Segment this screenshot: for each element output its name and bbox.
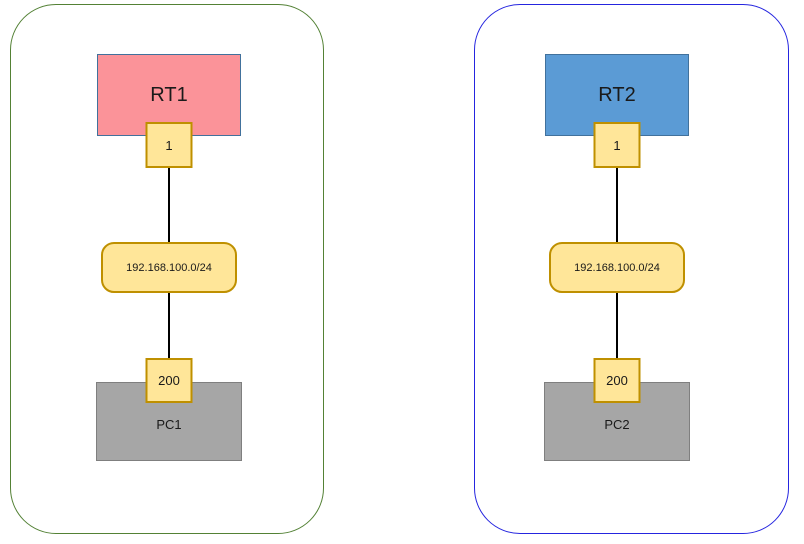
router-port-label: 1 xyxy=(613,137,621,153)
router-port-label: 1 xyxy=(165,137,173,153)
pc-label: PC2 xyxy=(604,417,630,432)
router-port-box: 1 xyxy=(593,122,641,168)
router-label: RT1 xyxy=(150,83,188,106)
network-subnet-label: 192.168.100.0/24 xyxy=(126,261,212,274)
pc-port-box: 200 xyxy=(593,358,641,403)
connector-wire-router-network xyxy=(616,167,618,243)
router-label: RT2 xyxy=(598,83,636,106)
router-port-box: 1 xyxy=(145,122,193,168)
connector-wire-network-pc xyxy=(616,292,618,359)
router-box: RT2 xyxy=(545,54,689,136)
network-subnet-label: 192.168.100.0/24 xyxy=(574,261,660,274)
pc-label: PC1 xyxy=(156,417,182,432)
network-subnet-box: 192.168.100.0/24 xyxy=(101,242,237,293)
site-2-group: RT2 1 192.168.100.0/24 200 PC2 xyxy=(474,4,789,534)
pc-port-label: 200 xyxy=(158,373,180,388)
site-1-group: RT1 1 192.168.100.0/24 200 PC1 xyxy=(10,4,324,534)
pc-port-label: 200 xyxy=(606,373,628,388)
connector-wire-router-network xyxy=(168,167,170,243)
pc-port-box: 200 xyxy=(145,358,193,403)
network-subnet-box: 192.168.100.0/24 xyxy=(549,242,685,293)
connector-wire-network-pc xyxy=(168,292,170,359)
